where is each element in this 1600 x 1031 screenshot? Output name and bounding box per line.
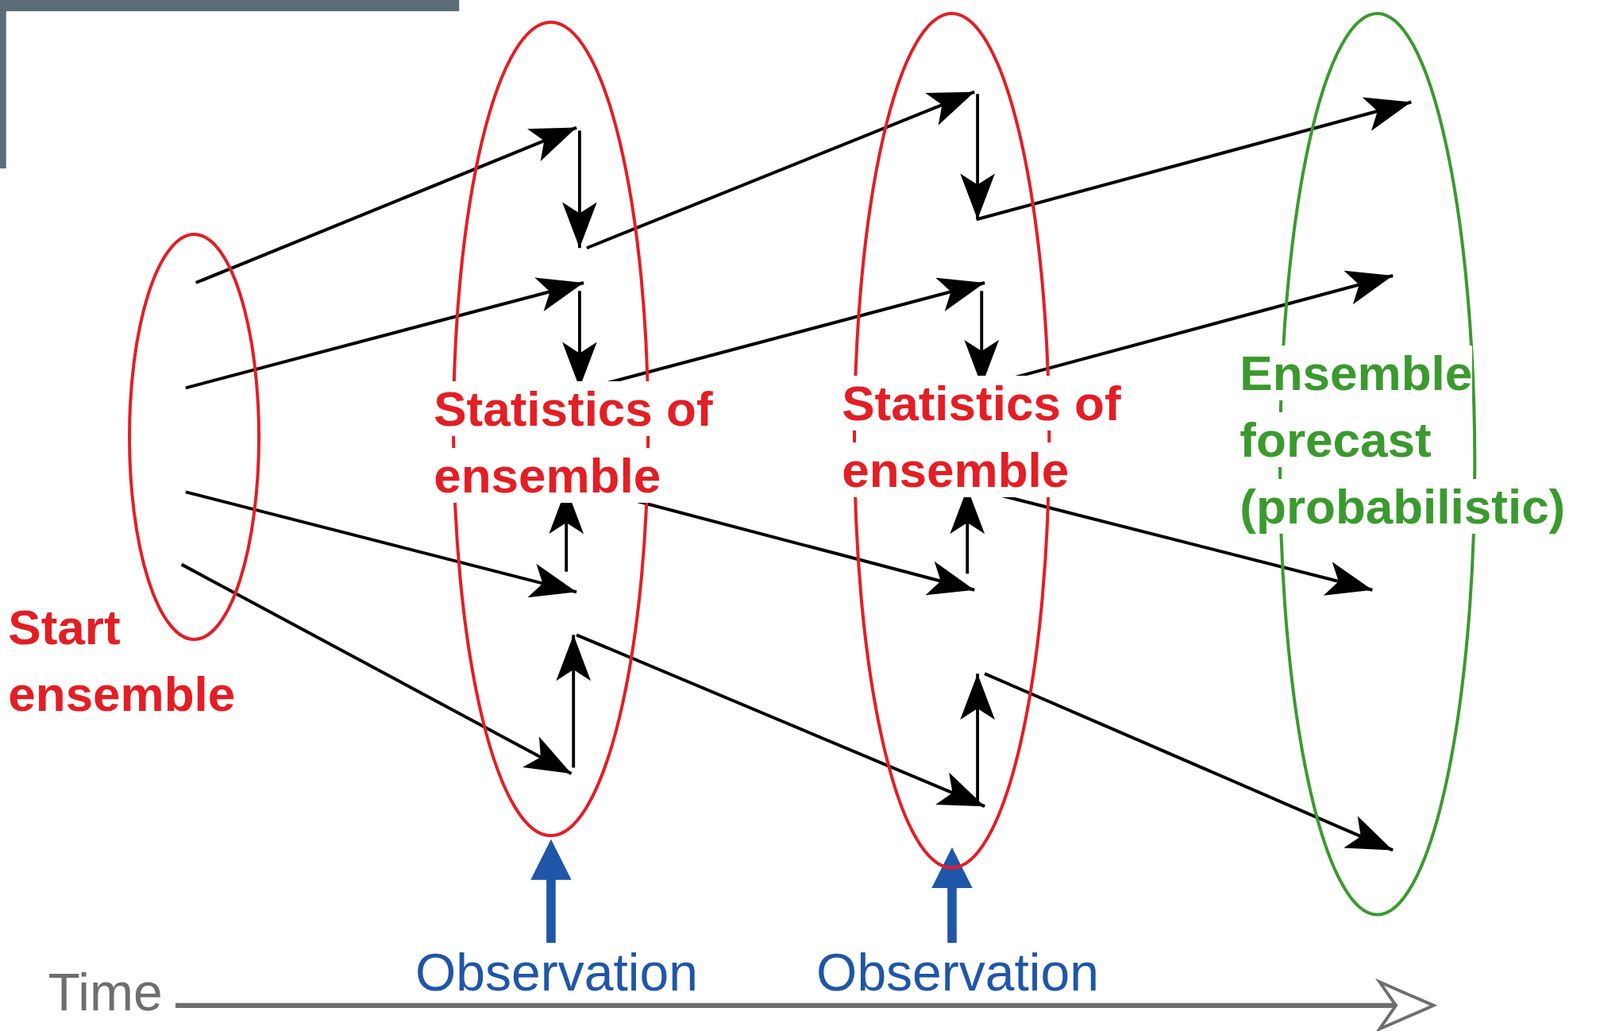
time-axis-head: [1379, 981, 1434, 1029]
ensemble-label-box: Statistics of ensemble: [841, 370, 1160, 504]
ensemble-label: Statistics of ensemble: [433, 381, 713, 503]
observation-label: Observation: [415, 942, 698, 1002]
ensemble-label: Start ensemble: [7, 599, 236, 721]
ensemble-ellipse: Start ensemble: [127, 232, 261, 641]
time-axis-line: [175, 1002, 1421, 1008]
observation-label: Observation: [816, 940, 1099, 1004]
update-arrow: [578, 130, 582, 248]
connector-group: [181, 92, 1412, 851]
ensemble-ellipse: Statistics of ensemble: [852, 11, 1051, 869]
update-arrow: [578, 290, 582, 388]
update-arrow: [979, 290, 984, 386]
update-arrow: [975, 673, 980, 802]
ellipse-outline: [129, 234, 259, 640]
update-arrow: [965, 487, 969, 574]
ensemble-label-box: Start ensemble: [7, 593, 246, 728]
observation-label: Observation: [415, 940, 698, 1004]
observation-arrow-shaft: [546, 875, 556, 945]
member-trajectory: [976, 101, 1412, 220]
ensemble-label: Ensemble forecast (probabilistic): [1239, 345, 1566, 534]
ensemble-label-box: Ensemble forecast (probabilistic): [1239, 339, 1589, 540]
ensemble-label-box: Statistics of ensemble: [433, 375, 752, 509]
member-trajectory: [185, 282, 584, 388]
time-axis: [175, 981, 1434, 1029]
photo-fragment: [0, 0, 7, 169]
ellipse-outline: [127, 232, 261, 641]
member-trajectory: [984, 673, 1393, 850]
member-trajectory: [576, 634, 985, 806]
member-trajectory: [181, 564, 572, 774]
ellipse-outline: [854, 13, 1049, 868]
member-trajectory: [586, 92, 975, 249]
time-label: Time: [47, 960, 162, 1024]
ellipse-outline: [852, 11, 1051, 869]
photo-fragment: [0, 0, 459, 12]
observation-arrows: [530, 838, 972, 944]
time-label: Time: [47, 962, 162, 1022]
observation-arrow-head: [530, 838, 571, 880]
member-trajectory: [196, 127, 577, 283]
observation-arrow-shaft: [947, 883, 957, 945]
ensemble-ellipse: Ensemble forecast (probabilistic): [1278, 11, 1477, 917]
update-arrow: [975, 93, 980, 220]
update-arrow: [571, 634, 575, 768]
observation-label: Observation: [816, 942, 1099, 1002]
member-trajectory: [185, 491, 577, 592]
ensemble-label: Statistics of ensemble: [841, 375, 1121, 498]
ensemble-ellipse: Statistics of ensemble: [451, 20, 650, 837]
